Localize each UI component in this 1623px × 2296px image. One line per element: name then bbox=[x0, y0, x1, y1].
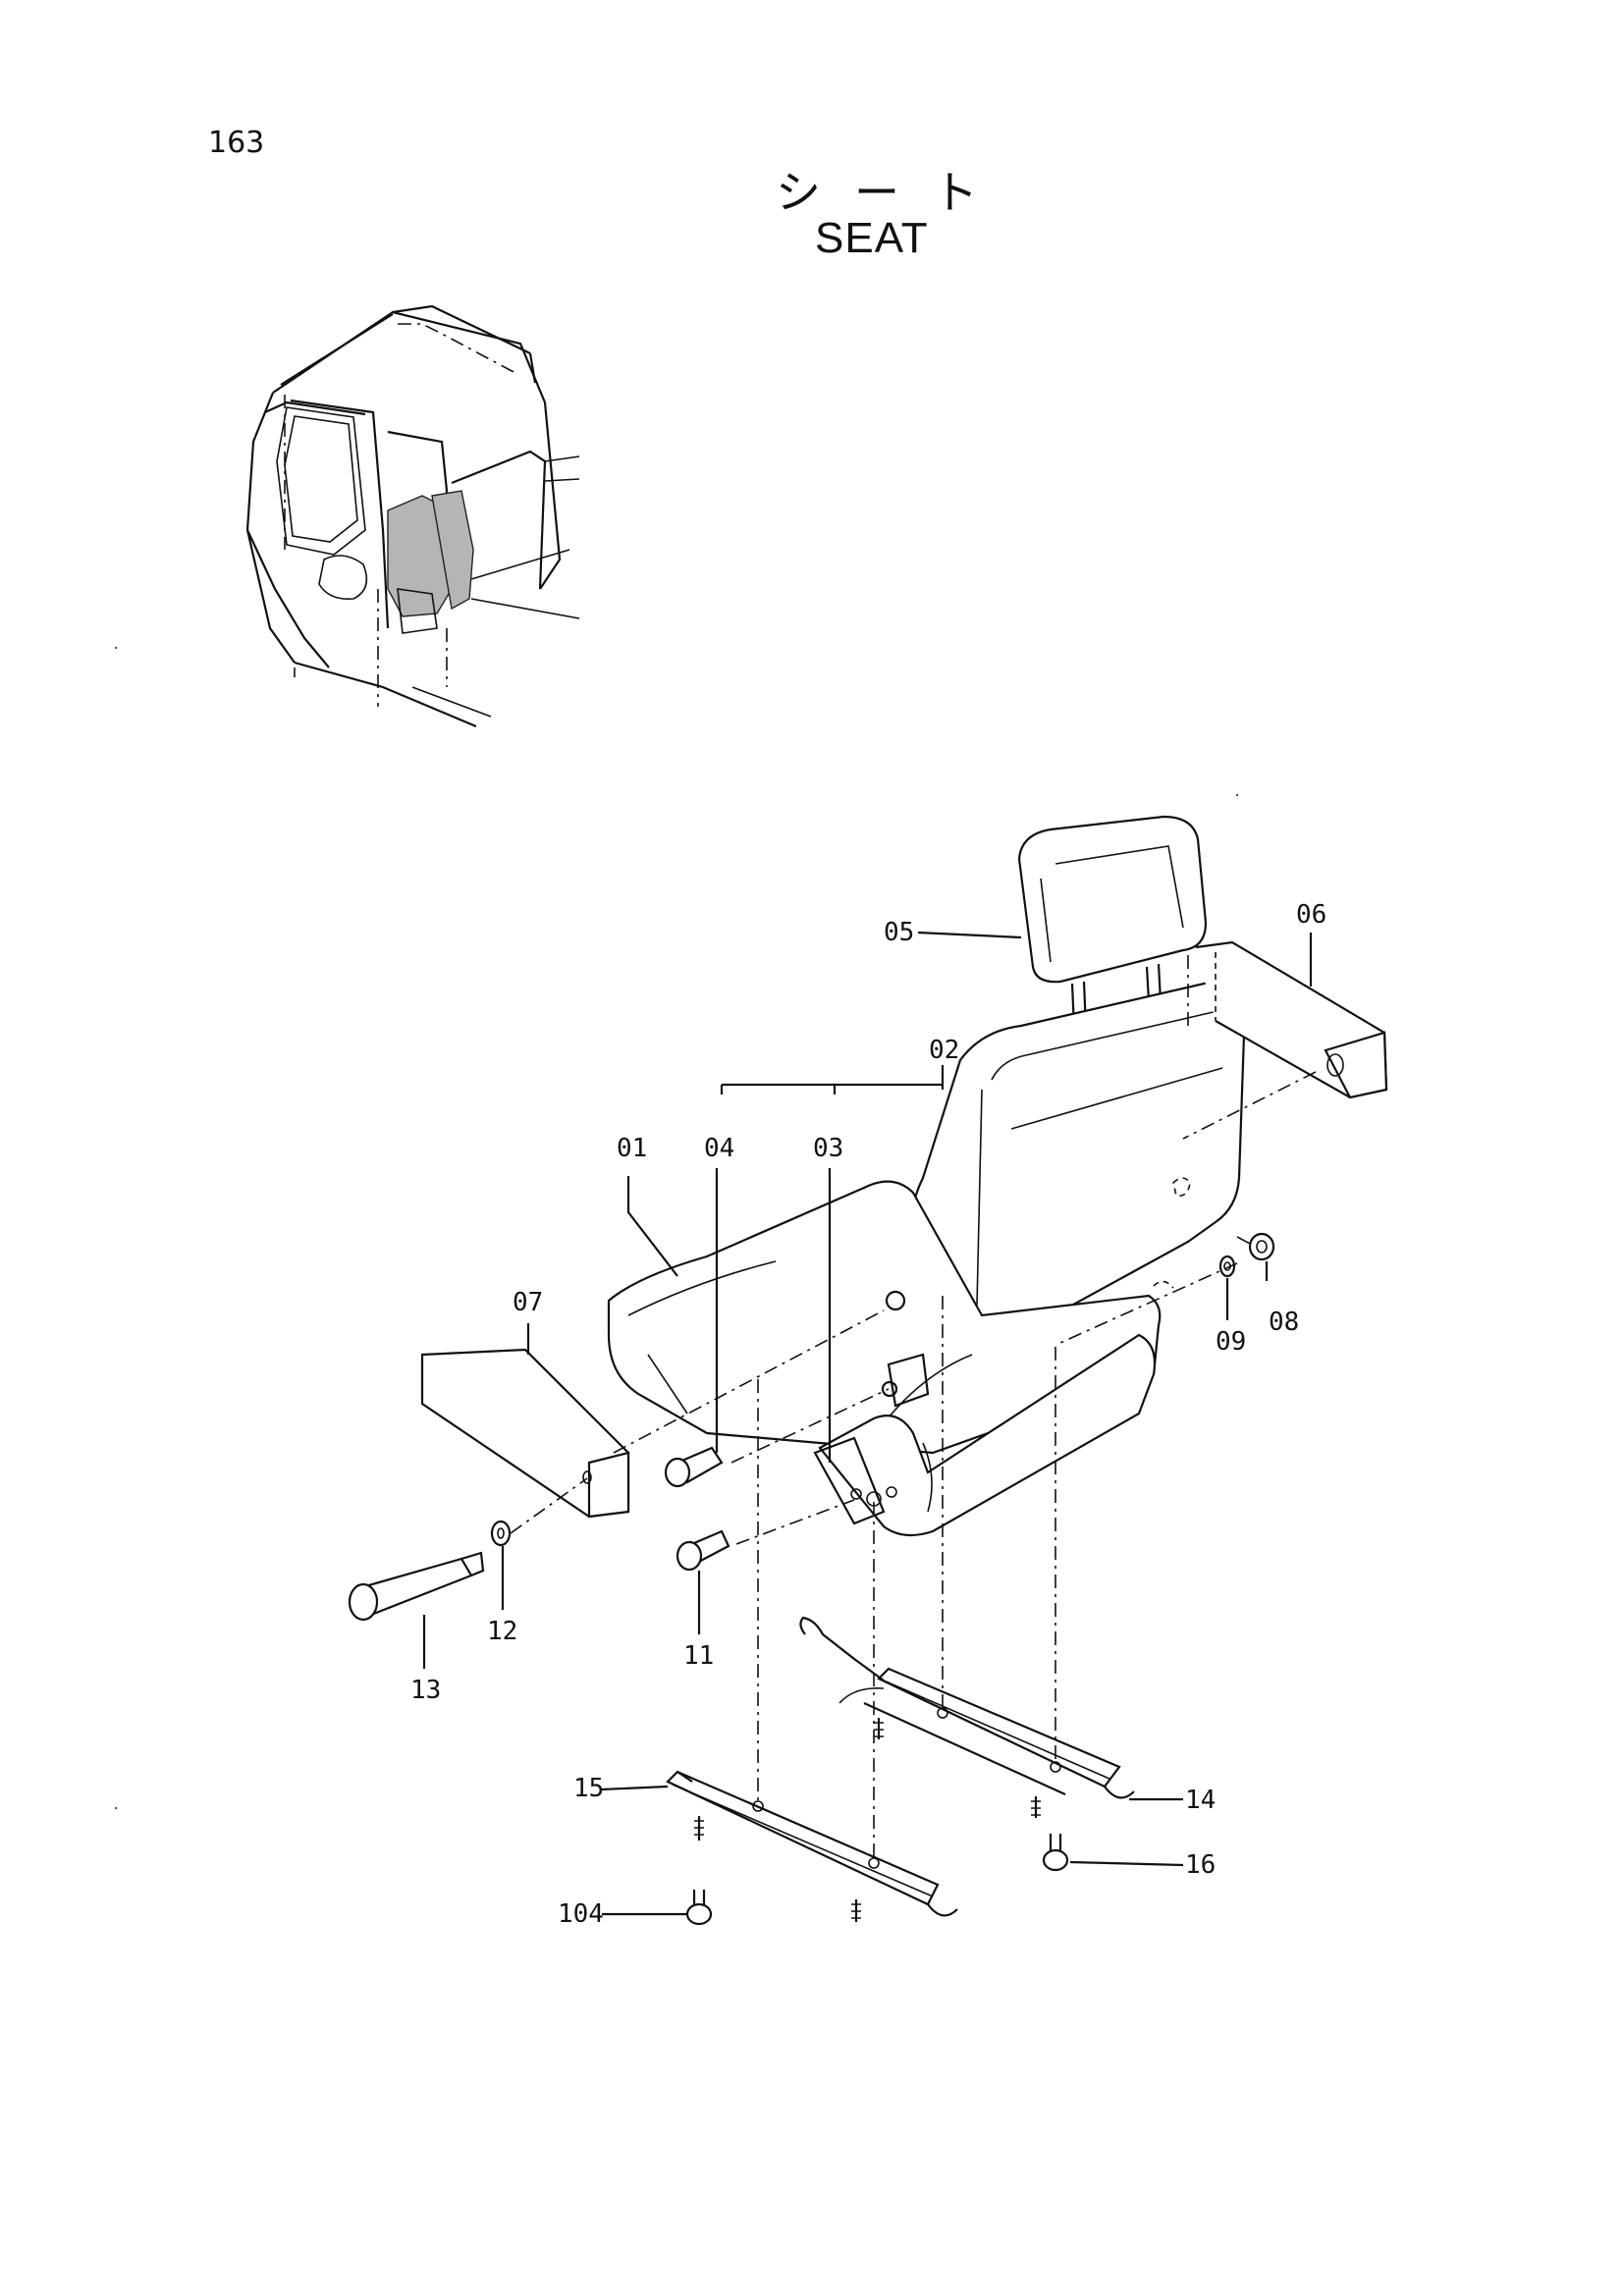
nut-08 bbox=[1248, 1232, 1275, 1261]
title-english: SEAT bbox=[815, 214, 929, 262]
callout-14: 14 bbox=[1185, 1786, 1216, 1815]
callout-03: 03 bbox=[813, 1134, 843, 1163]
callout-04: 04 bbox=[704, 1134, 734, 1163]
seat-base bbox=[813, 1333, 1157, 1537]
bolt-104 bbox=[685, 1890, 713, 1926]
rail-14 bbox=[799, 1616, 1135, 1818]
callout-13: 13 bbox=[410, 1676, 441, 1705]
callout-09: 09 bbox=[1216, 1327, 1246, 1357]
callout-05: 05 bbox=[884, 918, 914, 947]
callout-104: 104 bbox=[558, 1899, 604, 1929]
cab-overview-illustration bbox=[245, 304, 580, 728]
callout-12: 12 bbox=[487, 1617, 517, 1646]
assembly-lines bbox=[510, 952, 1317, 1860]
title-japanese: シート bbox=[776, 166, 1011, 219]
callout-01: 01 bbox=[617, 1134, 647, 1163]
callout-06: 06 bbox=[1296, 900, 1326, 930]
washer-12 bbox=[490, 1520, 512, 1547]
callout-07: 07 bbox=[513, 1288, 543, 1317]
bolt-16 bbox=[1042, 1834, 1069, 1872]
rail-15 bbox=[666, 1770, 958, 1922]
callout-16: 16 bbox=[1185, 1850, 1216, 1880]
bolt-13 bbox=[348, 1551, 485, 1622]
callout-02: 02 bbox=[929, 1036, 959, 1065]
page-number: 163 bbox=[208, 126, 265, 160]
bolt-11 bbox=[676, 1529, 730, 1572]
headrest bbox=[1017, 815, 1208, 1030]
leader-lines bbox=[422, 931, 1313, 1916]
bolt-04 bbox=[664, 1446, 724, 1488]
callout-15: 15 bbox=[573, 1774, 604, 1803]
armrest-left bbox=[420, 1348, 630, 1519]
seat-cushion bbox=[607, 1180, 1162, 1455]
callout-08: 08 bbox=[1269, 1308, 1299, 1337]
callout-11: 11 bbox=[683, 1641, 714, 1671]
armrest-right bbox=[1195, 940, 1388, 1099]
